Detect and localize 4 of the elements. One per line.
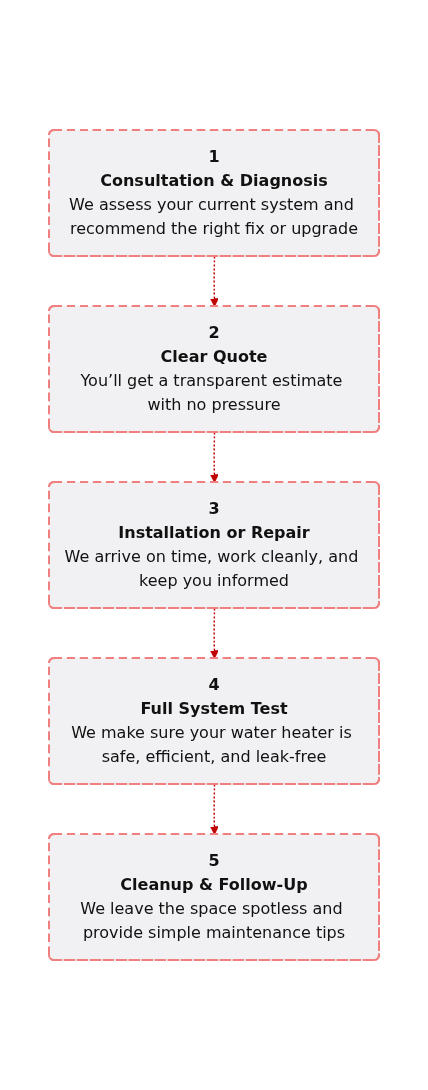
arrow: [209, 431, 219, 483]
arrow: [209, 255, 219, 307]
arrow: [209, 607, 219, 659]
arrow: [209, 783, 219, 835]
